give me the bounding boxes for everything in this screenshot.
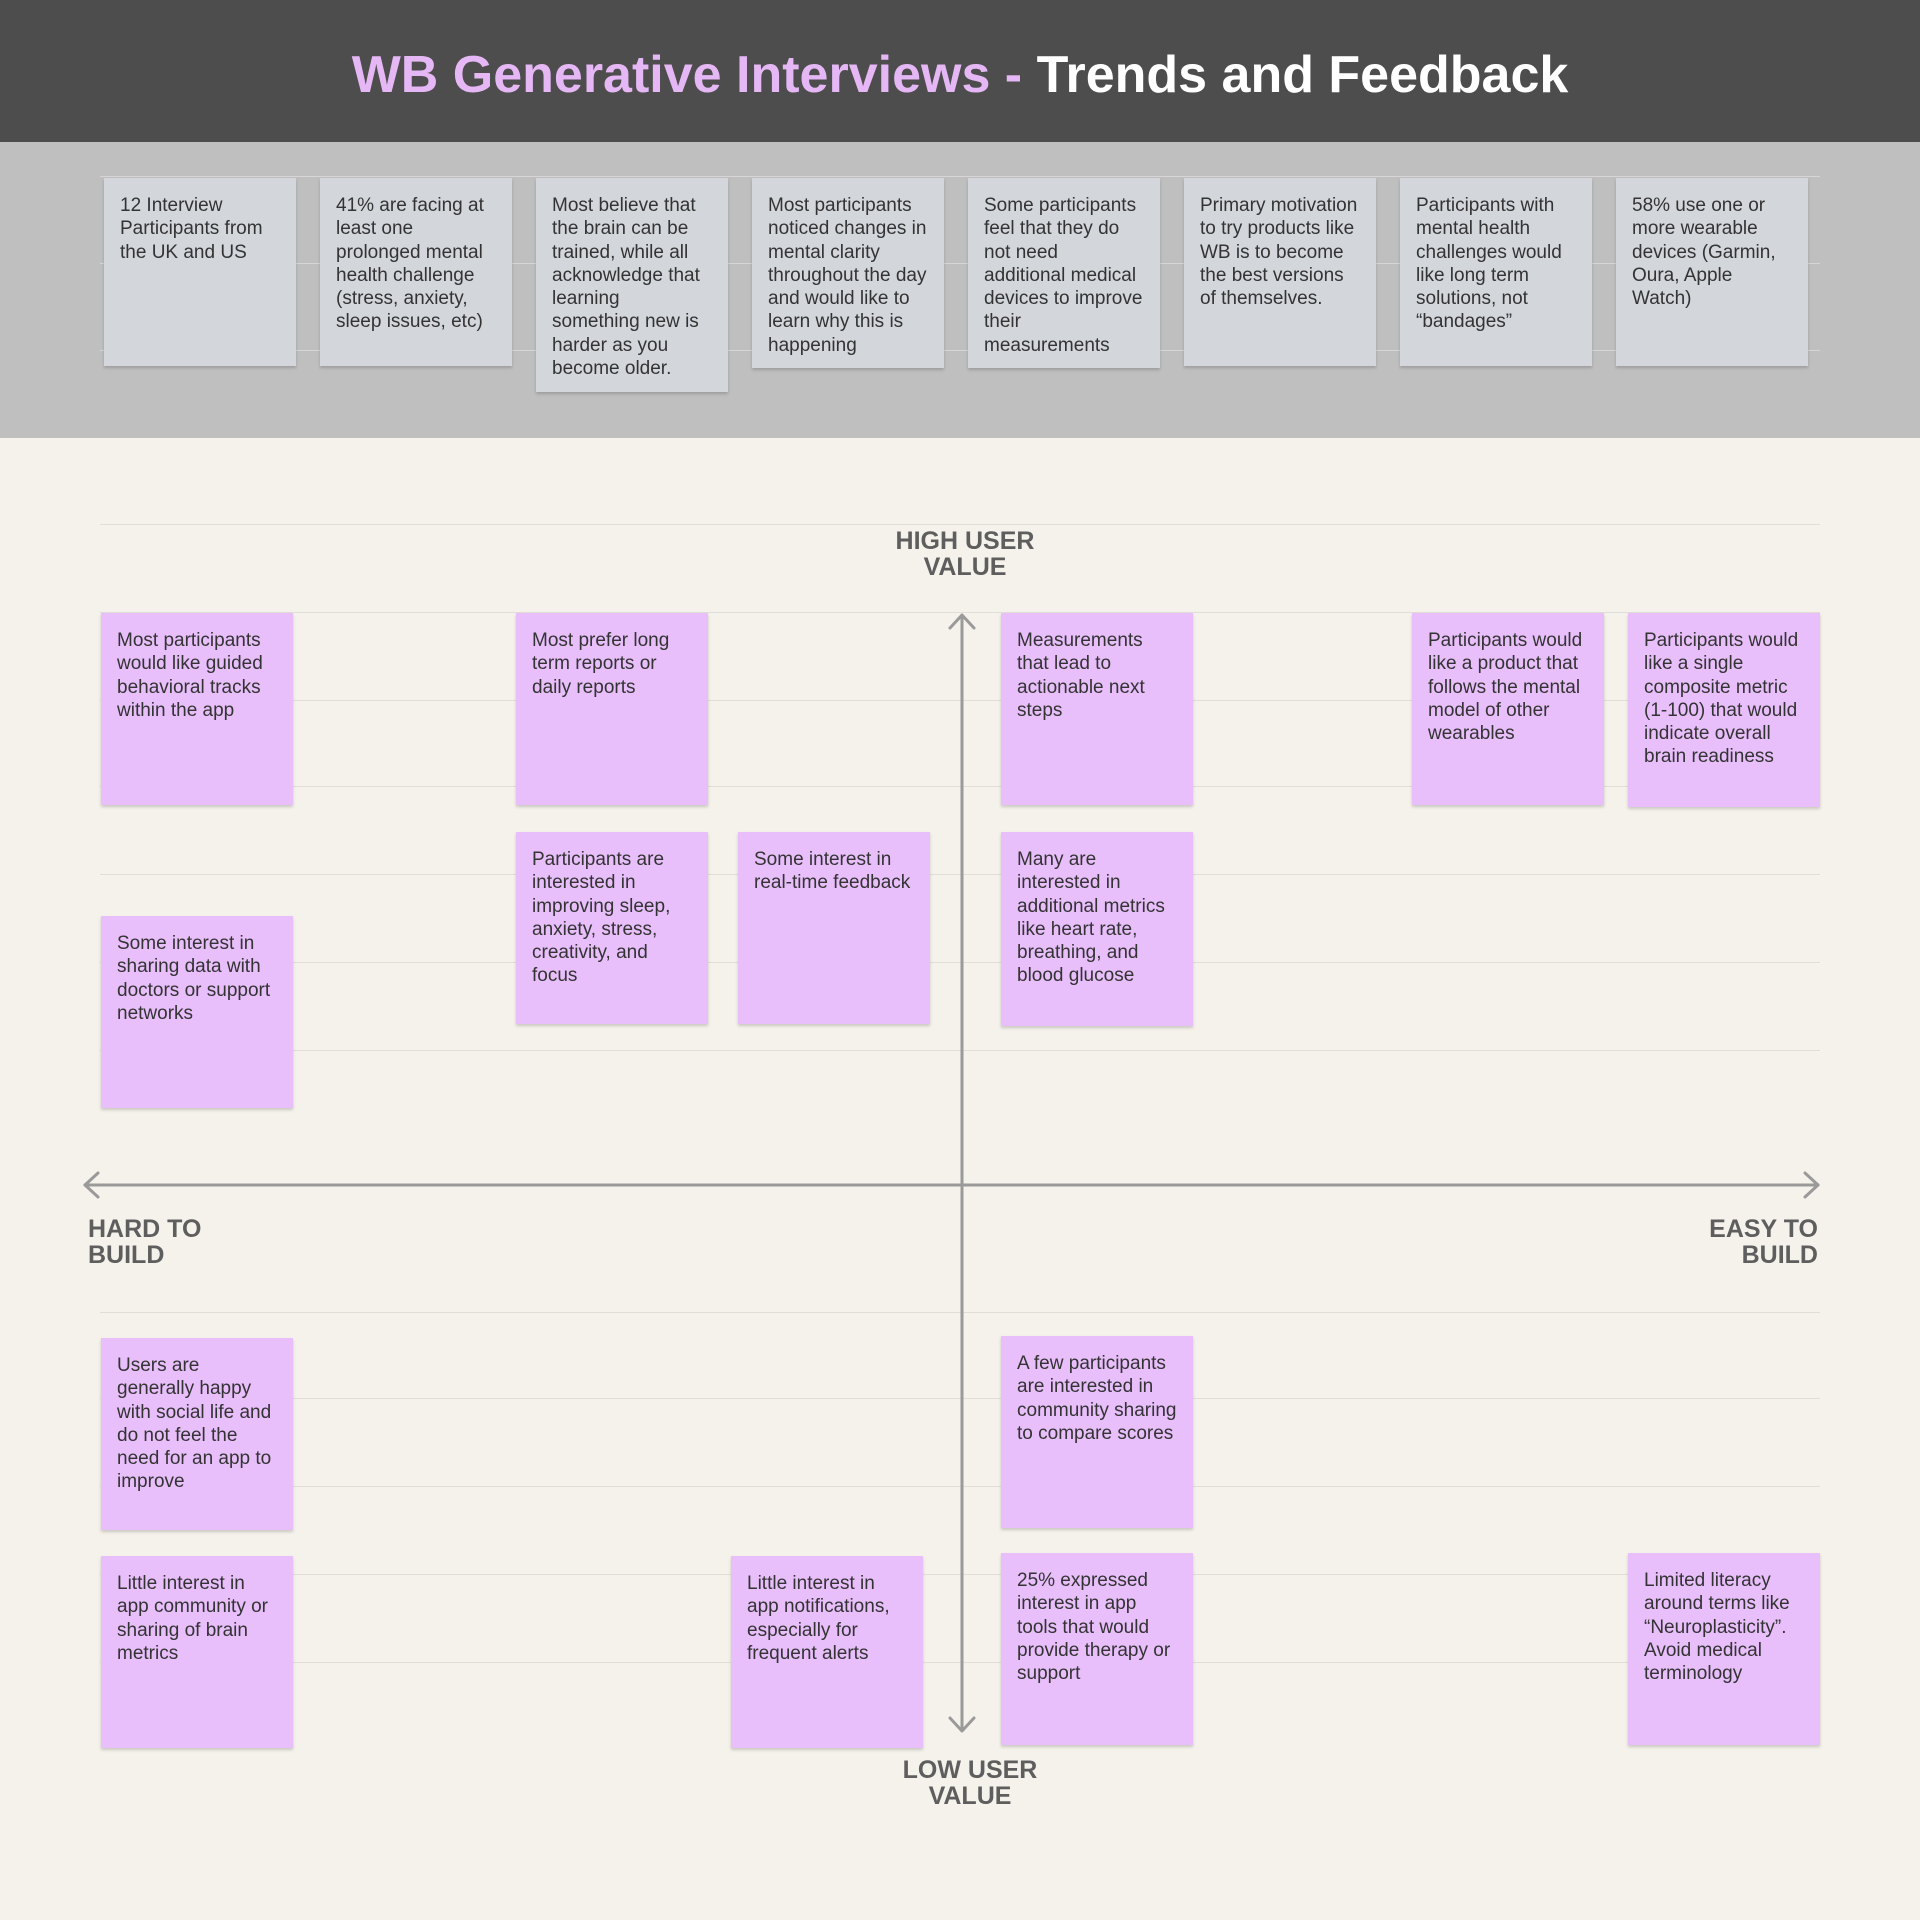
grid-line [100, 1574, 1820, 1575]
trend-note[interactable]: 41% are facing at least one prolonged me… [320, 178, 512, 366]
feedback-note[interactable]: Participants would like a product that f… [1412, 613, 1604, 805]
axis-label-low-value: LOW USER VALUE [902, 1756, 1038, 1810]
trend-note[interactable]: Primary motivation to try products like … [1184, 178, 1376, 366]
trend-note[interactable]: 12 Interview Participants from the UK an… [104, 178, 296, 366]
feedback-note[interactable]: 25% expressed interest in app tools that… [1001, 1553, 1193, 1745]
grid-line [100, 874, 1820, 875]
arrow-down-icon [948, 1716, 976, 1733]
trend-note[interactable]: Most believe that the brain can be train… [536, 178, 728, 392]
grid-line [100, 786, 1820, 787]
band-line [100, 176, 1820, 177]
feedback-note[interactable]: Measurements that lead to actionable nex… [1001, 613, 1193, 805]
grid-line [100, 1486, 1820, 1487]
feedback-note[interactable]: Participants are interested in improving… [516, 832, 708, 1024]
trend-note[interactable]: Most participants noticed changes in men… [752, 178, 944, 368]
feedback-note[interactable]: Most prefer long term reports or daily r… [516, 613, 708, 805]
feedback-note[interactable]: Users are generally happy with social li… [101, 1338, 293, 1530]
feedback-note[interactable]: Many are interested in additional metric… [1001, 832, 1193, 1026]
grid-line [100, 962, 1820, 963]
arrow-up-icon [948, 613, 976, 630]
band-line [100, 350, 1820, 351]
axis-label-hard-to-build: HARD TO BUILD [88, 1215, 202, 1269]
feedback-note[interactable]: A few participants are interested in com… [1001, 1336, 1193, 1528]
grid-line [100, 700, 1820, 701]
feedback-note[interactable]: Little interest in app notifications, es… [731, 1556, 923, 1748]
feedback-note[interactable]: Some interest in sharing data with docto… [101, 916, 293, 1108]
trend-note[interactable]: Participants with mental health challeng… [1400, 178, 1592, 366]
feedback-note[interactable]: Limited literacy around terms like “Neur… [1628, 1553, 1820, 1745]
grid-line [100, 612, 1820, 613]
grid-line [100, 1398, 1820, 1399]
band-line [100, 263, 1820, 264]
arrow-right-icon [1803, 1171, 1820, 1199]
page-title: WB Generative Interviews - Trends and Fe… [0, 0, 1920, 142]
trend-note[interactable]: 58% use one or more wearable devices (Ga… [1616, 178, 1808, 366]
grid-line [100, 1050, 1820, 1051]
value-effort-matrix [0, 438, 1920, 1920]
feedback-note[interactable]: Little interest in app community or shar… [101, 1556, 293, 1748]
grid-line [100, 524, 1820, 525]
arrow-left-icon [83, 1171, 100, 1199]
feedback-note[interactable]: Some interest in real-time feedback [738, 832, 930, 1024]
grid-line [100, 1662, 1820, 1663]
title-part-1: WB Generative Interviews - [351, 46, 1037, 104]
trend-note[interactable]: Some participants feel that they do not … [968, 178, 1160, 368]
grid-line [100, 1312, 1820, 1313]
feedback-note[interactable]: Most participants would like guided beha… [101, 613, 293, 805]
header-bar [0, 0, 1920, 142]
axis-label-easy-to-build: EASY TO BUILD [1709, 1215, 1818, 1269]
axis-label-high-value: HIGH USER VALUE [895, 527, 1035, 581]
title-part-2: Trends and Feedback [1036, 46, 1569, 104]
feedback-note[interactable]: Participants would like a single composi… [1628, 613, 1820, 807]
